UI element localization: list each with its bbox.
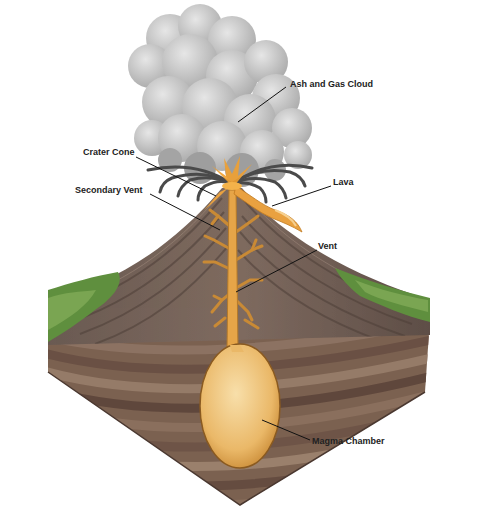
- part-label: Secondary Vent: [75, 185, 143, 196]
- leader-lines: [136, 87, 331, 440]
- part-label: Ash and Gas Cloud: [290, 79, 373, 90]
- eruption-plume: [148, 156, 312, 202]
- grass: [48, 272, 120, 342]
- part-label: Lava: [333, 177, 354, 188]
- leader-line: [262, 420, 310, 440]
- volcano-cone: [48, 188, 430, 346]
- lava-flow: [204, 186, 302, 232]
- leader-line: [150, 194, 220, 230]
- grass: [335, 268, 430, 322]
- magma-system: [200, 190, 280, 468]
- part-label: Crater Cone: [83, 147, 135, 158]
- ash-cloud: [128, 4, 312, 187]
- grass: [48, 290, 96, 330]
- part-label: Magma Chamber: [312, 436, 385, 447]
- rock-strata: [40, 318, 440, 505]
- leader-line: [238, 87, 286, 122]
- part-label: Vent: [318, 241, 337, 252]
- leader-line: [236, 250, 317, 292]
- grass: [355, 280, 428, 312]
- leader-line: [272, 186, 331, 206]
- leader-line: [136, 157, 216, 196]
